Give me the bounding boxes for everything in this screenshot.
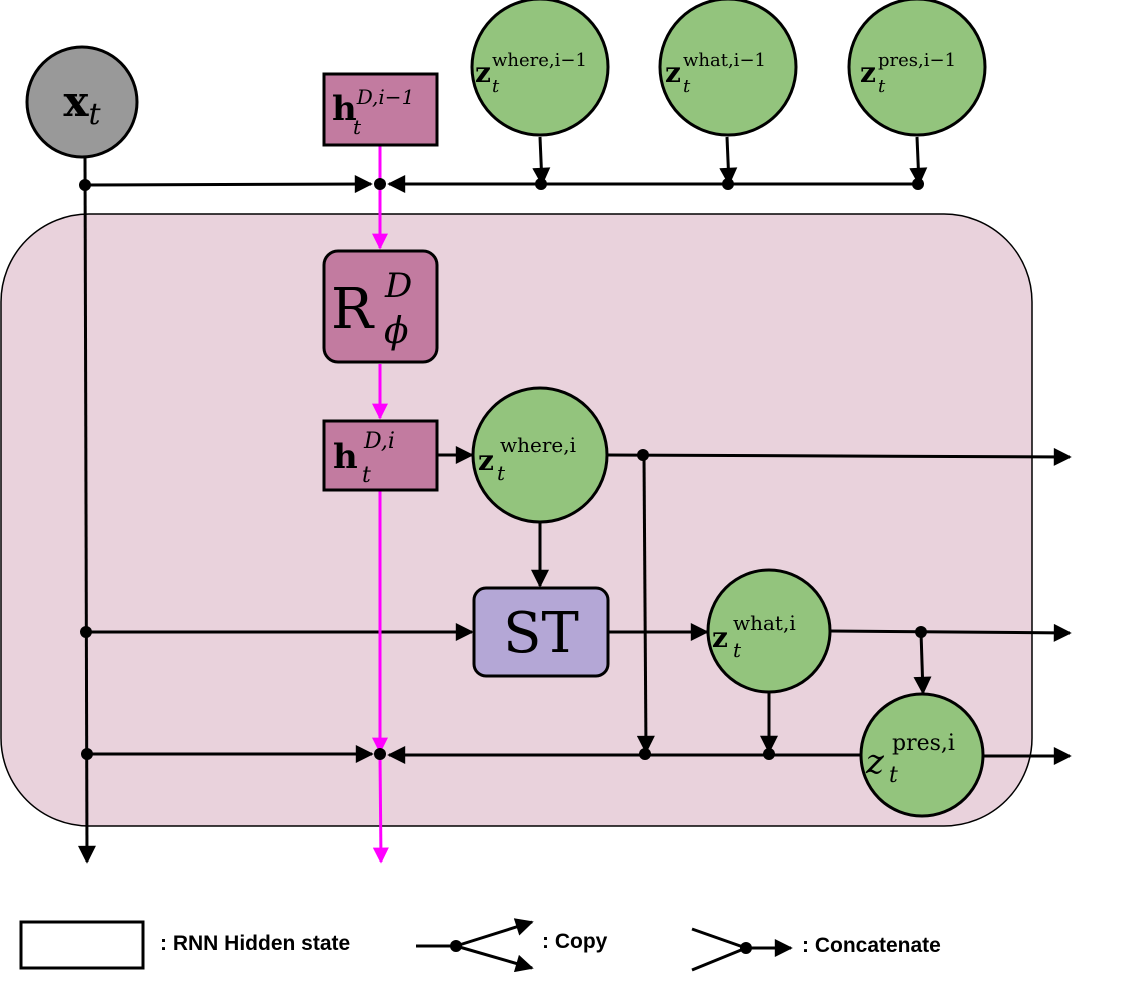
x-t-base: x [63,77,89,126]
legend-concat-icon [691,927,793,972]
where-cur-sup: where,i [500,433,576,457]
what-out-arrow [829,623,1072,642]
x-down-arrow [77,154,96,864]
pres-cur-node: z pres,i t [859,692,985,818]
pres-prev-sub: t [878,76,886,97]
where-cur-base: z [478,444,494,477]
what-cur-sup: what,i [733,611,796,635]
what-cur-sub: t [733,638,742,662]
h-cur-node: h D,i t [322,419,439,492]
h-prev-sup: D,i−1 [356,85,415,109]
what-prev-sub: t [683,76,691,97]
where-prev-node: z where,i−1 t [470,0,610,137]
legend: : RNN Hidden state : Copy : Concatenate [19,918,941,973]
rnn-sub: ϕ [384,311,409,352]
where-prev-arrow [532,136,551,186]
pres-cur-sub: t [889,763,898,788]
st-node: ST [472,586,610,678]
pres-prev-base: z [860,56,876,89]
hidden-path [372,146,389,864]
x-t-sub: t [88,97,101,132]
h-prev-base: h [332,89,357,129]
pres-prev-arrow [909,136,928,186]
pres-prev-node: z pres,i−1 t [847,0,987,137]
what-cur-node: z what,i t [706,568,832,694]
h-cur-sub: t [362,463,371,488]
what-prev-node: z what,i−1 t [658,0,798,137]
h-cur-sup: D,i [363,429,395,454]
legend-copy-icon [416,918,534,973]
svg-text:xt: xt [63,77,101,132]
rnn-base: R [331,277,375,342]
what-prev-sup: what,i−1 [683,50,766,71]
what-prev-base: z [665,56,681,89]
where-prev-sub: t [492,76,500,97]
h-cur-base: h [333,437,358,477]
where-prev-base: z [475,56,491,89]
svg-text:hD,i−1: hD,i−1 [332,85,414,129]
where-prev-sup: where,i−1 [492,50,587,71]
st-label: ST [503,601,579,666]
connections [77,136,1072,864]
h-prev-node: hD,i−1 t [322,72,439,147]
x-to-top-junction [84,175,373,194]
x-t-node: xt [25,45,139,159]
junction-dots [79,178,927,760]
where-cur-sub: t [497,461,506,485]
rnn-sup: D [384,266,412,306]
what-to-pres-arrow [913,631,932,695]
legend-concatenate-label: : Concatenate [802,934,941,957]
h-prev-sub: t [353,115,362,139]
pres-cur-base: z [865,742,885,782]
what-prev-arrow [719,136,738,186]
pres-cur-sup: pres,i [892,731,955,756]
where-out-arrow [606,447,1072,466]
rnn-node: R D ϕ [322,249,439,364]
legend-hidden-state-swatch [19,920,145,970]
where-cur-node: z where,i t [471,386,609,524]
legend-copy-label: : Copy [542,930,608,953]
legend-hidden-state-label: : RNN Hidden state [160,932,350,955]
what-cur-base: z [712,621,728,654]
where-down-arrow [636,455,655,754]
pres-prev-sup: pres,i−1 [878,50,956,71]
